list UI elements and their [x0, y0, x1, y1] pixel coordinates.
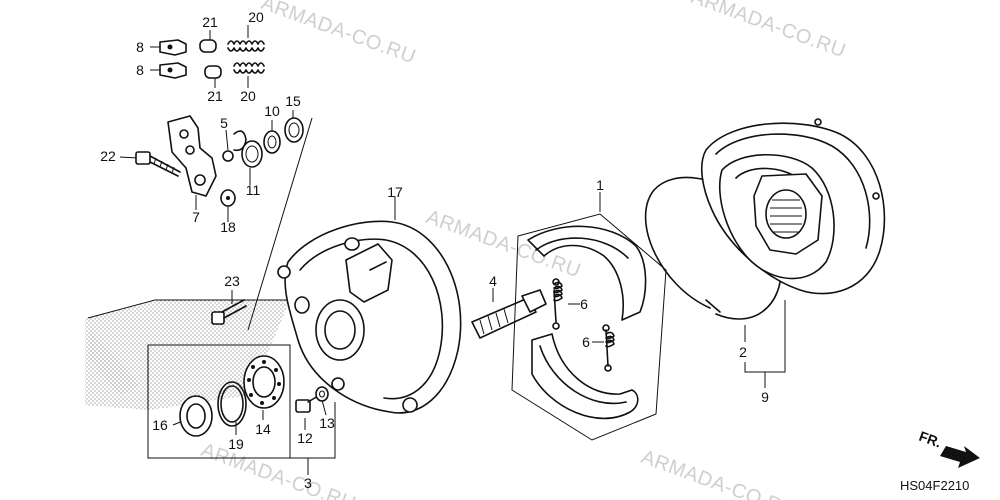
label-16: 16 — [152, 417, 168, 433]
label-23: 23 — [224, 273, 240, 289]
brake-shoes — [511, 213, 667, 441]
label-21a: 21 — [202, 14, 218, 30]
front-direction-arrow: FR. — [917, 428, 980, 468]
label-18: 18 — [220, 219, 236, 235]
label-20a: 20 — [248, 9, 264, 25]
label-15: 15 — [285, 93, 301, 109]
panel-bolt — [211, 299, 247, 325]
watermark-top-right: ARMADA-CO.RU — [688, 0, 848, 62]
label-6a: 6 — [580, 296, 588, 312]
watermark-top: ARMADA-CO.RU — [258, 0, 418, 68]
label-1: 1 — [596, 177, 604, 193]
label-20b: 20 — [240, 88, 256, 104]
brake-arm — [167, 115, 217, 197]
label-14: 14 — [255, 421, 271, 437]
label-13: 13 — [319, 415, 335, 431]
leader-lines — [119, 25, 786, 475]
label-17: 17 — [387, 184, 403, 200]
label-19: 19 — [228, 436, 244, 452]
label-2: 2 — [739, 344, 747, 360]
label-4: 4 — [489, 273, 497, 289]
label-6b: 6 — [582, 334, 590, 350]
arrow-icon — [940, 446, 980, 468]
label-10: 10 — [264, 103, 280, 119]
label-5: 5 — [220, 115, 228, 131]
axle-housing-shading — [85, 299, 290, 410]
label-21b: 21 — [207, 88, 223, 104]
label-22: 22 — [100, 148, 116, 164]
return-springs — [227, 40, 265, 74]
brake-cam-levers — [159, 39, 187, 79]
label-8a: 8 — [136, 39, 144, 55]
label-7: 7 — [192, 209, 200, 225]
watermark-bottom-right: ARMADA-CO.RU — [638, 446, 798, 500]
label-9: 9 — [761, 389, 769, 405]
shoe-springs — [552, 278, 615, 372]
brake-arm-hardware — [220, 117, 304, 207]
brake-drum — [700, 118, 886, 295]
diagram-code: HS04F2210 — [900, 478, 969, 493]
label-11: 11 — [246, 182, 261, 198]
brake-cam-shaft — [471, 289, 547, 339]
label-8b: 8 — [136, 62, 144, 78]
label-12: 12 — [297, 430, 313, 446]
bearing-set — [179, 355, 285, 437]
label-3: 3 — [304, 475, 312, 491]
part-number-labels: 8 8 21 21 20 20 5 10 15 22 11 7 18 17 1 … — [100, 9, 769, 491]
panel-bolt-washer — [295, 386, 329, 413]
brake-panel — [277, 220, 462, 414]
arm-bolt — [135, 151, 181, 177]
bushings — [199, 39, 222, 79]
direction-label: FR. — [917, 428, 944, 451]
